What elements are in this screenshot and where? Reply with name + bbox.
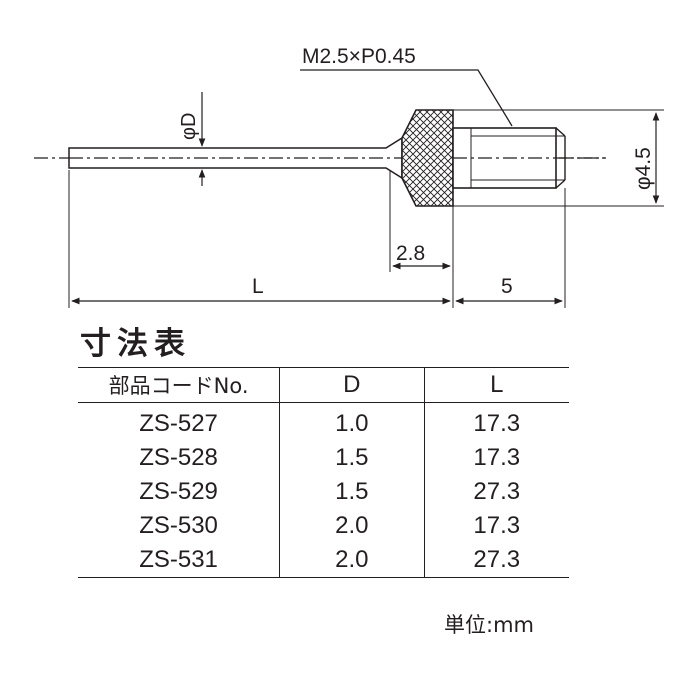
cell-part-code: ZS-531: [78, 543, 281, 578]
table-row: ZS-531 2.0 27.3: [78, 543, 569, 578]
thread-chamfer-line: [555, 127, 566, 137]
cell-d: 1.0: [279, 402, 425, 441]
thread-callout-leader: [300, 69, 513, 127]
thread-callout-label: M2.5×P0.45: [302, 45, 416, 68]
table-row: ZS-527 1.0 17.3: [78, 402, 569, 441]
cell-l: 17.3: [473, 512, 521, 539]
dim-l-label: L: [252, 275, 264, 298]
phi-d-label: φD: [178, 113, 200, 140]
table-header-row: 部品コードNo. D L: [78, 367, 569, 403]
cell-l: 27.3: [473, 546, 521, 573]
cell-l: 17.3: [473, 410, 521, 437]
unit-note: 単位:mm: [444, 613, 534, 637]
cell-l: 17.3: [473, 444, 521, 471]
table-title: 寸法表: [80, 326, 191, 362]
dim-5-label: 5: [501, 275, 513, 298]
header-d: D: [279, 367, 425, 403]
cell-part-code: ZS-529: [78, 475, 281, 509]
cell-part-code: ZS-528: [78, 441, 281, 475]
table-row: ZS-530 2.0 17.3: [78, 509, 569, 543]
dim-28-label: 2.8: [396, 242, 425, 265]
part-drawing: M2.5×P0.45 φD φ4.5 2.8 L 5: [34, 45, 664, 308]
header-l: L: [424, 367, 569, 403]
cell-d: 1.5: [279, 475, 425, 509]
header-part-code: 部品コードNo.: [78, 367, 281, 403]
knurled-head: [401, 109, 454, 207]
phi-45-label: φ4.5: [632, 147, 655, 190]
cell-d: 2.0: [279, 509, 425, 543]
cell-part-code: ZS-530: [78, 509, 281, 543]
table-row: ZS-529 1.5 27.3: [78, 475, 569, 509]
thread-chamfer-line: [555, 179, 566, 189]
cell-part-code: ZS-527: [78, 402, 281, 441]
cell-l: 27.3: [473, 478, 521, 505]
table-row: ZS-528 1.5 17.3: [78, 441, 569, 475]
cell-d: 2.0: [279, 543, 425, 578]
dimension-table: 部品コードNo. D L ZS-527 1.0 17.3 ZS-528 1.5 …: [78, 367, 569, 578]
cell-d: 1.5: [279, 441, 425, 475]
